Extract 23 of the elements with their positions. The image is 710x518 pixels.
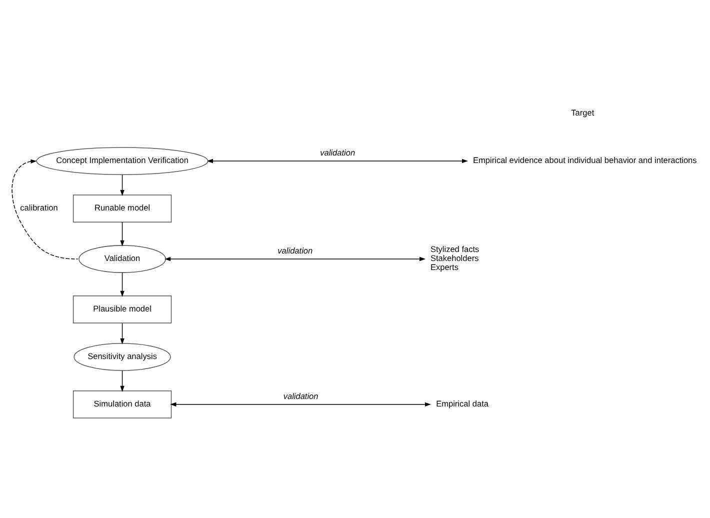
node-box: Plausible model [72, 296, 172, 324]
arrow [120, 174, 124, 196]
label: Target [571, 108, 594, 118]
arrow [120, 272, 124, 297]
arrow [120, 370, 124, 392]
node-box: Simulation data [72, 390, 172, 418]
node-box: Runable model [72, 194, 172, 222]
arrow [12, 159, 78, 260]
node-ellipse: Sensitivity analysis [74, 343, 171, 371]
node-ellipse: Validation [78, 245, 166, 273]
edge-label: calibration [20, 204, 58, 213]
arrow [164, 256, 426, 262]
node-text: Empirical evidence about individual behavior and interactions [473, 156, 697, 166]
edge-label: validation [320, 148, 356, 158]
edge-label: validation [278, 246, 313, 256]
node-text: Empirical data [436, 400, 488, 409]
arrow [120, 222, 124, 246]
arrow [170, 402, 432, 407]
node-text: Stylized facts Stakeholders Experts [430, 245, 480, 272]
arrow [120, 322, 124, 344]
edge-label: validation [283, 392, 318, 401]
node-ellipse: Concept Implementation Verification [36, 147, 208, 175]
arrow [206, 158, 468, 164]
